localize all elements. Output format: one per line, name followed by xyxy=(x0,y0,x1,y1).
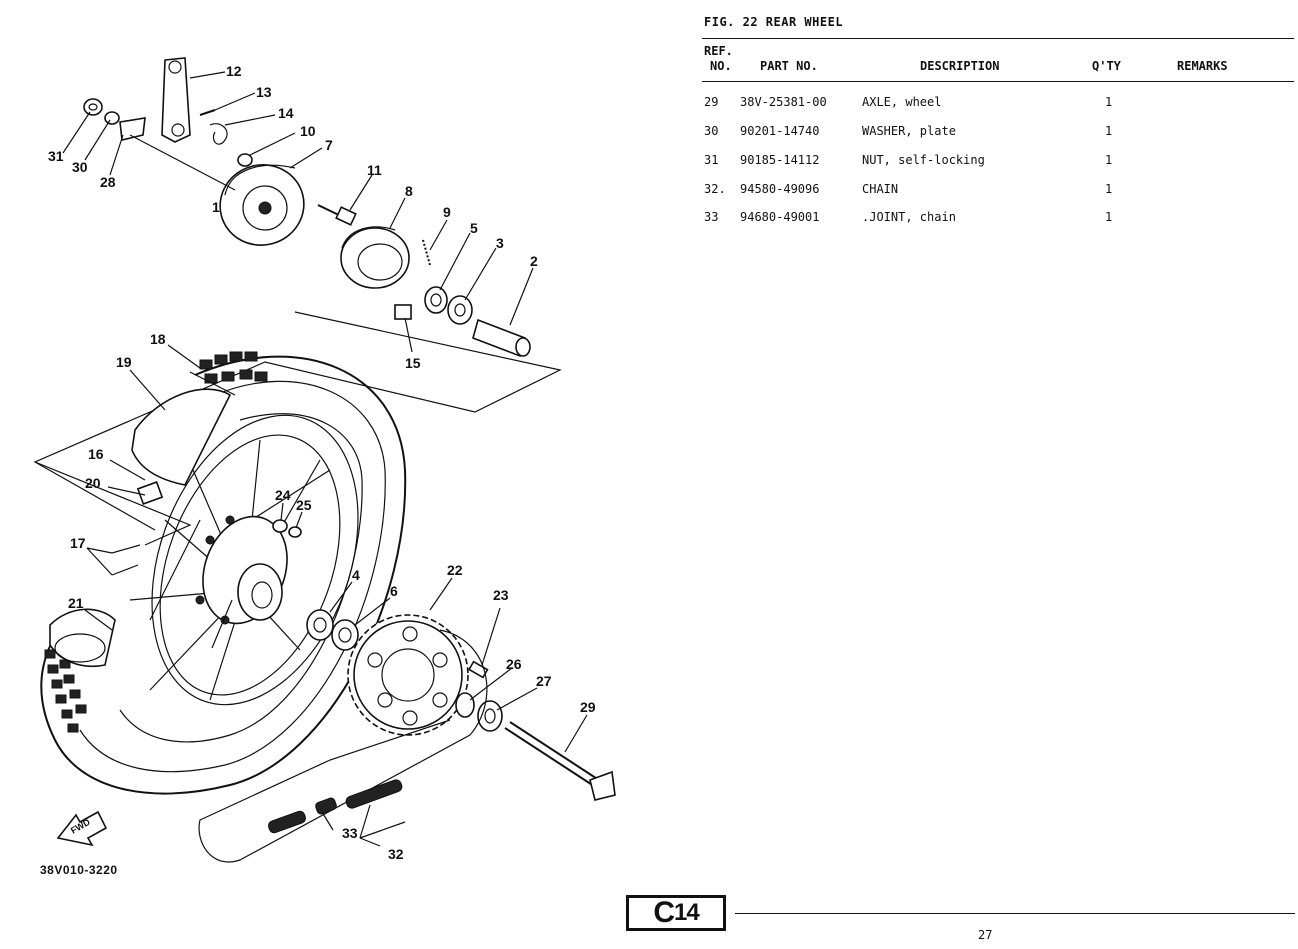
callout-11: 11 xyxy=(367,162,382,178)
footer-rule xyxy=(735,913,1295,914)
callout-31: 31 xyxy=(48,148,64,164)
callout-33: 33 xyxy=(342,825,358,841)
axle xyxy=(504,721,616,801)
cell-description: WASHER, plate xyxy=(862,124,956,138)
callout-30: 30 xyxy=(72,159,88,175)
cell-qty: 1 xyxy=(1105,210,1113,224)
cell-description: CHAIN xyxy=(862,182,899,196)
callout-10: 10 xyxy=(300,123,316,139)
table-row: 29 38V-25381-00 AXLE, wheel 1 xyxy=(702,95,1294,115)
header-part-no: PART NO. xyxy=(760,59,818,73)
callout-17: 17 xyxy=(70,535,86,551)
callout-14: 14 xyxy=(278,105,294,121)
figure-title: FIG. 22 REAR WHEEL xyxy=(704,15,844,29)
callout-8: 8 xyxy=(405,183,413,199)
cell-part-no: 90185-14112 xyxy=(740,153,820,167)
callout-12: 12 xyxy=(226,63,242,79)
callout-4: 4 xyxy=(352,567,360,583)
rear-wheel-exploded-diagram: FWD xyxy=(33,57,616,863)
table-row: 31 90185-14112 NUT, self-locking 1 xyxy=(702,153,1294,173)
callout-32: 32 xyxy=(388,846,404,862)
sprocket xyxy=(347,614,469,736)
callout-9: 9 xyxy=(443,204,451,220)
callout-16: 16 xyxy=(88,446,104,462)
drive-chain xyxy=(198,629,488,863)
section-letter: C xyxy=(653,896,675,929)
callout-20: 20 xyxy=(85,475,101,491)
header-description: DESCRIPTION xyxy=(920,59,1000,73)
cell-ref: 30 xyxy=(704,124,719,138)
cell-ref: 32. xyxy=(704,182,726,196)
cell-description: .JOINT, chain xyxy=(862,210,956,224)
callout-21: 21 xyxy=(68,595,84,611)
callout-19: 19 xyxy=(116,354,132,370)
page-number: 27 xyxy=(978,928,993,942)
reference-box-hub xyxy=(33,311,562,546)
callout-3: 3 xyxy=(496,235,504,251)
callout-7: 7 xyxy=(325,137,333,153)
table-row: 33 94680-49001 .JOINT, chain 1 xyxy=(702,210,1294,230)
diagram-code: 38V010-3220 xyxy=(40,863,118,877)
callout-27: 27 xyxy=(536,673,552,689)
callout-13: 13 xyxy=(256,84,272,100)
torque-arm xyxy=(161,57,191,143)
callout-25: 25 xyxy=(296,497,312,513)
callout-2: 2 xyxy=(530,253,538,269)
cell-qty: 1 xyxy=(1105,95,1113,109)
table-row: 32. 94580-49096 CHAIN 1 xyxy=(702,182,1294,202)
cell-ref: 33 xyxy=(704,210,719,224)
table-top-rule xyxy=(702,38,1294,39)
callout-22: 22 xyxy=(447,562,463,578)
brake-shoes xyxy=(340,226,410,289)
cell-ref: 31 xyxy=(704,153,719,167)
callout-18: 18 xyxy=(150,331,166,347)
header-no: NO. xyxy=(710,59,732,73)
callout-6: 6 xyxy=(390,583,398,599)
header-qty: Q'TY xyxy=(1092,59,1121,73)
cell-ref: 29 xyxy=(704,95,719,109)
cell-part-no: 38V-25381-00 xyxy=(740,95,827,109)
fwd-arrow-icon: FWD xyxy=(56,810,108,847)
hub xyxy=(195,515,288,625)
table-header-rule xyxy=(702,81,1294,82)
cell-part-no: 90201-14740 xyxy=(740,124,820,138)
cell-qty: 1 xyxy=(1105,153,1113,167)
callout-23: 23 xyxy=(493,587,509,603)
inner-tube xyxy=(49,388,232,668)
cell-description: AXLE, wheel xyxy=(862,95,942,109)
callout-15: 15 xyxy=(405,355,421,371)
section-number: 14 xyxy=(673,899,700,926)
callout-5: 5 xyxy=(470,220,478,236)
callout-28: 28 xyxy=(100,174,116,190)
brake-panel xyxy=(219,164,305,246)
callout-24: 24 xyxy=(275,487,291,503)
table-row: 30 90201-14740 WASHER, plate 1 xyxy=(702,124,1294,144)
cell-qty: 1 xyxy=(1105,182,1113,196)
cell-qty: 1 xyxy=(1105,124,1113,138)
cell-part-no: 94580-49096 xyxy=(740,182,820,196)
header-ref: REF. xyxy=(704,44,733,58)
header-remarks: REMARKS xyxy=(1177,59,1228,73)
callout-26: 26 xyxy=(506,656,522,672)
callout-29: 29 xyxy=(580,699,596,715)
cell-part-no: 94680-49001 xyxy=(740,210,820,224)
cell-description: NUT, self-locking xyxy=(862,153,985,167)
callout-1: 1 xyxy=(212,199,220,215)
